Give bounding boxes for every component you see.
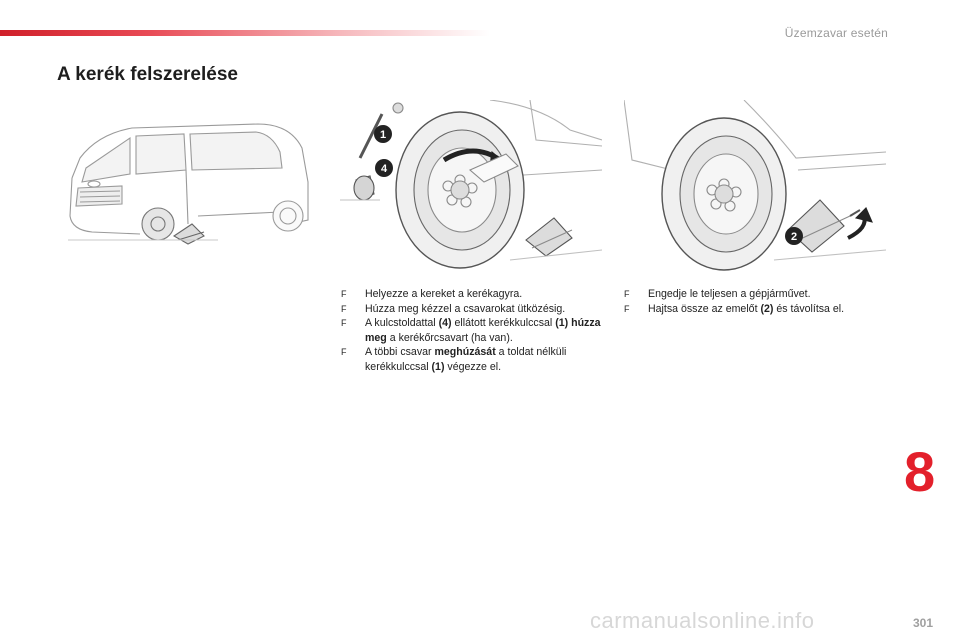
callout-4: 4 (375, 159, 393, 177)
instruction-text: végezze el. (444, 360, 502, 373)
svg-text:4: 4 (381, 163, 388, 175)
instruction-text: Helyezze a kereket a kerékagyra. (365, 288, 523, 300)
header-accent-bar (0, 30, 490, 36)
instruction-text: A többi csavar (365, 346, 435, 358)
bullet-icon: F (341, 303, 347, 314)
emphasis-text: (2) (760, 302, 774, 315)
instruction-text: ellátott kerékkulccsal (451, 317, 556, 329)
emphasis-text: meghúzását (434, 346, 496, 358)
illustration-van-on-jack (58, 112, 313, 262)
instruction-item: F Engedje le teljesen a gépjárművet. (624, 287, 894, 302)
bullet-icon: F (341, 318, 347, 328)
instruction-item: F Hajtsa össze az emelőt (2) és távolítsa… (624, 302, 894, 317)
bullet-icon: F (624, 303, 630, 314)
instruction-list-right: F Engedje le teljesen a gépjárművet. F Hajt… (624, 287, 894, 316)
svg-text:1: 1 (380, 129, 386, 141)
illustration-wheel-tightening: 1 4 (340, 100, 602, 272)
bullet-icon: F (624, 289, 630, 299)
bullet-icon: F (341, 347, 347, 357)
watermark: carmanualsonline.info (590, 608, 815, 633)
callout-1: 1 (374, 125, 392, 143)
section-title: Üzemzavar esetén (784, 26, 888, 40)
instruction-text: a toldat nélküli kerékkulccsal (365, 346, 567, 373)
emphasis-text: (1) (431, 360, 445, 373)
instruction-text: és távolítsa el. (773, 302, 845, 315)
page-title: A kerék felszerelése (57, 64, 238, 85)
emphasis-text: (1) (555, 317, 569, 329)
instruction-list-left: F Helyezze a kereket a kerékagyra. F Húzza … (341, 287, 607, 374)
instruction-text: A kulcstoldattal (365, 317, 439, 329)
illustration-jack-removal: 2 (624, 100, 886, 272)
emphasis-text: (4) (438, 317, 452, 329)
svg-text:2: 2 (791, 231, 797, 243)
instruction-item: F A kulcstoldattal (4) ellátott kerékkulc… (341, 316, 607, 345)
instruction-item: F Helyezze a kereket a kerékagyra. (341, 287, 607, 302)
bullet-icon: F (341, 289, 347, 299)
emphasis-text: húzza meg (365, 317, 601, 344)
instruction-text: Húzza meg kézzel a csavarokat ütközésig. (365, 302, 566, 315)
instruction-text: Hajtsa össze az emelőt (648, 302, 761, 315)
chapter-number: 8 (904, 440, 936, 503)
page-number: 301 (913, 616, 934, 630)
callout-2: 2 (785, 227, 803, 245)
instruction-text: Engedje le teljesen a gépjárművet. (648, 288, 811, 300)
instruction-text: a kerékőrcsavart (ha van). (386, 331, 513, 344)
instruction-item: F A többi csavar meghúzását a toldat nélk… (341, 345, 607, 374)
instruction-item: F Húzza meg kézzel a csavarokat ütközésig… (341, 302, 607, 317)
